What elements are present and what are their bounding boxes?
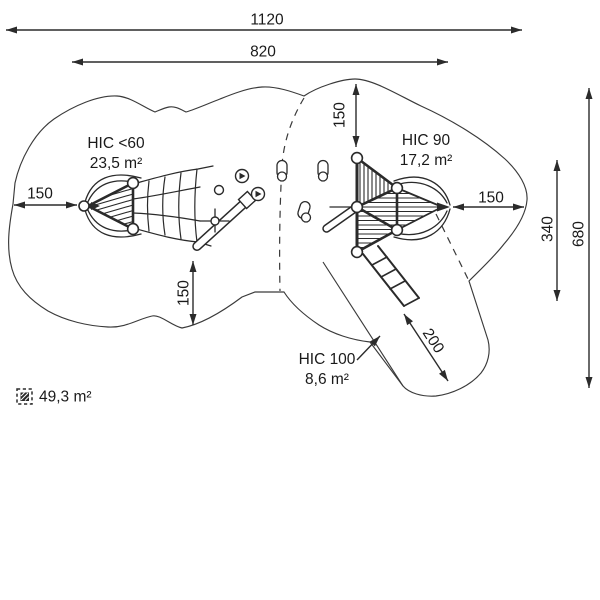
hic60-zone-name: HIC <60 xyxy=(87,135,145,152)
middle-play-items xyxy=(192,159,329,251)
step-pod-icon xyxy=(317,159,329,182)
dim-total-height-label: 680 xyxy=(570,221,588,247)
hic100-zone-dashed-edge xyxy=(435,213,470,282)
step-pod-icon xyxy=(276,159,288,182)
access-ladder xyxy=(362,245,420,307)
right-deck-frame xyxy=(355,156,441,254)
hic100-zone-label: HIC 100 8,6 m² xyxy=(299,350,356,390)
left-structure-posts xyxy=(78,176,140,236)
hic100-zone-left-edge xyxy=(322,261,404,387)
dim-slide-zone-arrow xyxy=(403,313,449,382)
safety-surface-outline xyxy=(8,78,528,397)
dim-right-clearance-label: 150 xyxy=(478,189,504,207)
right-bow-rim-arcs xyxy=(393,176,451,241)
left-play-structure xyxy=(78,165,214,247)
dim-total-width-label: 1120 xyxy=(250,11,284,29)
hic60-zone-label: HIC <60 23,5 m² xyxy=(87,134,144,174)
climbing-net xyxy=(132,165,214,247)
dim-inner-width-label: 820 xyxy=(250,43,276,61)
right-bow-tip xyxy=(437,202,450,212)
left-bow-tip xyxy=(91,202,100,210)
right-structure-posts xyxy=(350,151,404,259)
spinner-post-icon xyxy=(250,186,266,202)
legend-total-area-label: 49,3 m² xyxy=(39,388,92,406)
hic90-zone-name: HIC 90 xyxy=(401,132,451,149)
hic100-leader-arrow xyxy=(356,335,381,361)
left-bow-rim-arcs xyxy=(84,174,142,238)
dimension-lines xyxy=(6,26,593,388)
step-pod-icon xyxy=(297,201,312,223)
balance-cross xyxy=(199,208,230,233)
hic60-zone-area: 23,5 m² xyxy=(89,155,143,172)
spinner-post-icon xyxy=(234,168,250,184)
hic90-zone-label: HIC 90 17,2 m² xyxy=(400,131,453,171)
dim-bottom-clearance-label: 150 xyxy=(175,280,193,306)
hic90-zone-area: 17,2 m² xyxy=(399,152,453,169)
zone-divider-dashed xyxy=(279,97,305,292)
left-deck-frame xyxy=(86,179,135,233)
legend-swatch-icon xyxy=(16,388,33,405)
hic100-zone-area: 8,6 m² xyxy=(305,371,349,388)
post-circle xyxy=(213,184,225,196)
right-play-structure xyxy=(322,151,451,307)
dim-left-clearance-label: 150 xyxy=(27,185,53,203)
dim-top-clearance-label: 150 xyxy=(331,102,349,128)
hic100-zone-name: HIC 100 xyxy=(298,351,356,368)
dim-inner-height-label: 340 xyxy=(539,216,557,242)
